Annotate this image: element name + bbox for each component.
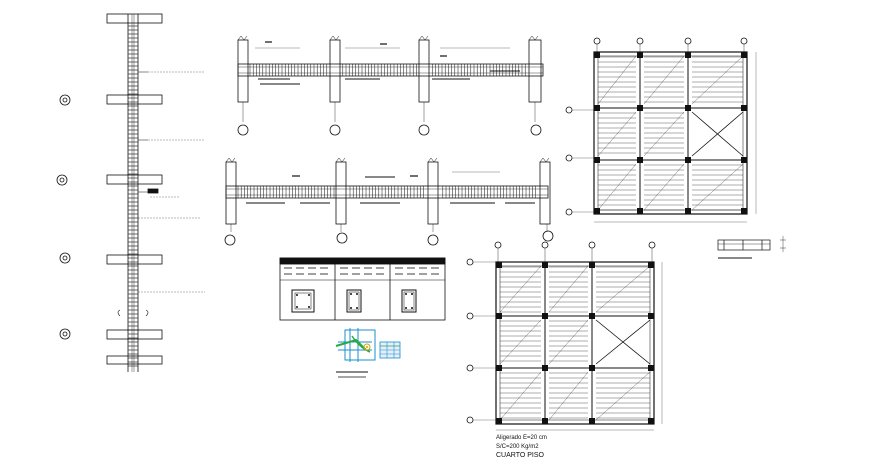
beam-elevation-lower [224,157,554,246]
floor-level-title: CUARTO PISO [496,452,544,459]
beam-elevation-upper [237,35,544,136]
beam-column-joint-detail [335,328,401,378]
axis-bubbles-left [56,94,71,340]
live-load-note: S/C=200 Kg/m2 [496,444,539,450]
framing-plan-lower [466,241,663,431]
column-elevation [106,13,205,372]
slab-thickness-note: Aligerado E=20 cm [496,435,547,441]
small-section-detail [717,236,786,259]
column-section-table [279,257,446,321]
framing-plan-upper [565,37,757,223]
